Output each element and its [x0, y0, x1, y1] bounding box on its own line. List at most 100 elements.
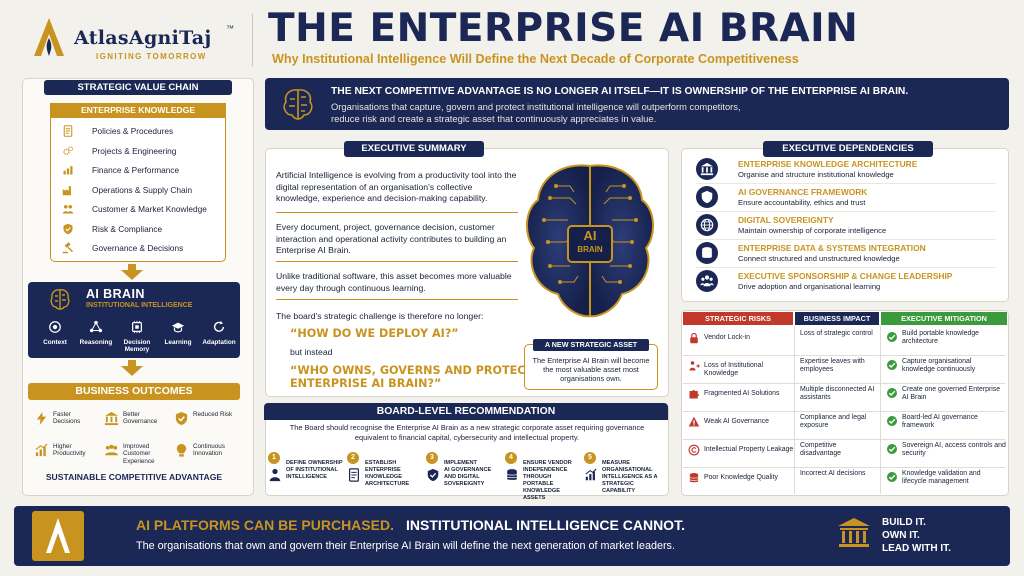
database-icon: [696, 242, 718, 264]
step-text-line: IMPLEMENT: [444, 460, 477, 466]
summary-divider: [276, 212, 518, 213]
outcome-label: Better Governance: [123, 411, 158, 426]
risk-row-divider: [683, 439, 1005, 440]
database-icon: [688, 472, 700, 484]
growth-chart-icon: [34, 443, 49, 458]
step-text-line: INTELLIGENCE: [286, 474, 328, 480]
factory-icon: [62, 184, 74, 196]
step-text-line: INTELLIGENCE AS A: [602, 474, 658, 480]
new-strategic-asset-text: The Enterprise AI Brain will become the …: [532, 356, 650, 383]
summary-divider: [276, 299, 518, 300]
trademark: ™: [226, 24, 234, 33]
risk-impact: Incorrect AI decisions: [800, 470, 866, 477]
enterprise-knowledge-box: [50, 103, 226, 262]
check-icon: [887, 444, 897, 454]
knowledge-item-label: Risk & Compliance: [92, 223, 163, 234]
step-text-line: OF INSTITUTIONAL: [286, 467, 338, 473]
new-strategic-asset-title: A NEW STRATEGIC ASSET: [533, 339, 649, 351]
flow-arrow-stem: [128, 360, 136, 368]
page-title: THE ENTERPRISE AI BRAIN: [268, 6, 859, 51]
step-number: 1: [268, 452, 280, 464]
banner-headline: THE NEXT COMPETITIVE ADVANTAGE IS NO LON…: [331, 86, 909, 97]
dependency-description: Connect structured and unstructured know…: [738, 254, 900, 263]
gavel-icon: [62, 242, 74, 254]
dependency-divider: [696, 267, 996, 268]
network-icon: [89, 320, 103, 334]
cta-lead: LEAD WITH IT.: [882, 543, 951, 554]
target-icon: [48, 320, 62, 334]
board-recommendation-title: BOARD-LEVEL RECOMMENDATION: [264, 403, 668, 420]
finance-chart-icon: [62, 164, 74, 176]
document-icon: [62, 125, 74, 137]
board-text-line-2: equivalent to financial capital, cyberse…: [354, 433, 580, 442]
check-icon: [887, 332, 897, 342]
risk-mitigation: Build portable knowledge architecture: [902, 330, 979, 346]
risk-mitigation: Capture organisational knowledge continu…: [902, 358, 976, 374]
step-number: 2: [347, 452, 359, 464]
step-text-line: ENSURE VENDOR: [523, 460, 572, 466]
shield-check-icon: [174, 411, 189, 426]
knowledge-item-label: Customer & Market Knowledge: [92, 204, 207, 214]
step-text-line: SOVEREIGNTY: [444, 481, 485, 487]
check-icon: [887, 472, 897, 482]
person-icon: [268, 468, 282, 482]
brain-feature-label: Context: [43, 339, 67, 346]
column-divider: [880, 326, 881, 494]
value-chain-title: STRATEGIC VALUE CHAIN: [44, 80, 232, 95]
puzzle-icon: [688, 388, 700, 400]
step-text-line: INDEPENDENCE: [523, 467, 568, 473]
risk-impact: Competitive disadvantage: [800, 442, 841, 458]
but-instead: but instead: [290, 347, 333, 357]
person-exit-icon: [688, 360, 700, 372]
risk-mitigation: Create one governed Enterprise AI Brain: [902, 386, 1001, 402]
shield-check-icon: [62, 223, 74, 235]
flow-arrow-down: [121, 270, 143, 280]
risk-name: Intellectual Property Leakage: [704, 446, 794, 453]
growth-chart-icon: [584, 468, 598, 482]
new-strategic-asset-box: [524, 344, 658, 390]
risk-name: Poor Knowledge Quality: [704, 474, 778, 481]
dependency-title: EXECUTIVE SPONSORSHIP & CHANGE LEADERSHI…: [738, 271, 953, 281]
column-divider: [794, 326, 795, 494]
risk-name: Loss of Institutional Knowledge: [704, 362, 763, 378]
dependency-title: ENTERPRISE KNOWLEDGE ARCHITECTURE: [738, 159, 918, 169]
cta-own: OWN IT.: [882, 530, 920, 541]
shield-check-icon: [426, 468, 440, 482]
dependency-title: AI GOVERNANCE FRAMEWORK: [738, 187, 868, 197]
institution-icon: [836, 516, 872, 550]
knowledge-item-label: Finance & Performance: [92, 165, 180, 175]
risk-impact: Expertise leaves with employees: [800, 358, 865, 374]
brain-feature-label: Learning: [164, 339, 192, 346]
knowledge-item-label: Operations & Supply Chain: [92, 184, 193, 195]
brain-chip-label-brain: BRAIN: [577, 245, 603, 254]
outcome-label: Improved Customer Experience: [123, 443, 155, 465]
footer-subline: The organisations that own and govern th…: [136, 540, 675, 552]
copyright-icon: [688, 444, 700, 456]
step-text-line: KNOWLEDGE ASSETS: [523, 488, 560, 501]
brain-feature-label: Adaptation: [202, 339, 236, 346]
refresh-icon: [212, 320, 226, 334]
executive-summary-title: EXECUTIVE SUMMARY: [344, 141, 484, 157]
team-icon: [696, 270, 718, 292]
risk-name: Vendor Lock-in: [704, 334, 750, 341]
header-business-impact: BUSINESS IMPACT: [795, 312, 879, 325]
step-text-line: DEFINE OWNERSHIP: [286, 460, 343, 466]
warning-icon: [688, 416, 700, 428]
key-message-banner: THE NEXT COMPETITIVE ADVANTAGE IS NO LON…: [265, 78, 1009, 130]
brain-feature-label: Reasoning: [79, 339, 113, 346]
summary-divider: [276, 261, 518, 262]
globe-icon: [696, 214, 718, 236]
dependency-title: ENTERPRISE DATA & SYSTEMS INTEGRATION: [738, 243, 926, 253]
people-icon: [62, 203, 74, 215]
risk-row-divider: [683, 383, 1005, 384]
customers-icon: [104, 443, 119, 458]
brand-tagline: IGNITING TOMORROW: [96, 52, 207, 61]
risk-mitigation: Sovereign AI, access controls and securi…: [902, 442, 1006, 458]
risk-table-panel: [681, 310, 1009, 496]
ai-brain-title: AI BRAIN: [86, 287, 145, 301]
risk-row-divider: [683, 467, 1005, 468]
shield-check-icon: [696, 186, 718, 208]
